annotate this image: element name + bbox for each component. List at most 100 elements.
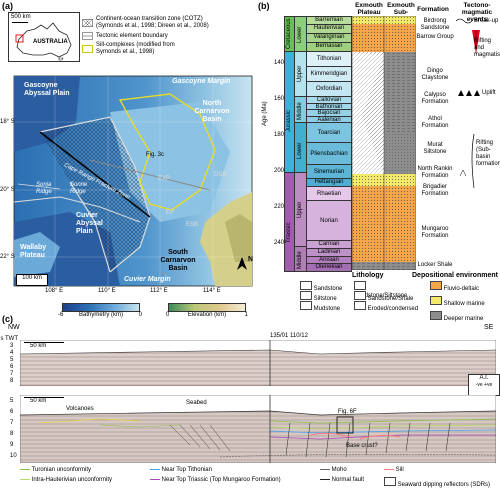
map-scale-label: 100 km — [22, 275, 42, 281]
tick-lower-4: 9 — [10, 442, 14, 448]
map-scale-bar: 100 km — [16, 274, 48, 286]
label-north-carnarvon: North Carnarvon Basin — [194, 100, 230, 123]
event-rifting-subbasin: Rifting (Sub-basin formation) — [476, 140, 500, 167]
lon-110: 110° E — [98, 288, 116, 294]
header-formation: Formation — [417, 6, 449, 13]
formation-athol: Athol Formation — [421, 116, 449, 129]
legend-tithonian: Near Top Tithonian — [161, 467, 212, 473]
formation-barrow: Barrow Group — [416, 34, 454, 40]
australia-outline — [15, 22, 72, 61]
ai-legend: A.I. -ve +ve — [468, 374, 500, 396]
label-sonne: Sonne Ridge — [70, 182, 88, 195]
lat-20: 20° S — [0, 187, 15, 193]
elevation-colorbar: 0 1 Elevation (km) — [166, 303, 248, 319]
tick-upper-4: 7 — [10, 371, 14, 377]
age-180: 180 — [274, 132, 285, 138]
inset-country: AUSTRALIA — [33, 39, 68, 45]
event-breakup: Break-up — [474, 18, 499, 24]
legend-cotz-sub: (Symonds et al., 1998; Direen et al., 20… — [96, 23, 209, 29]
lith-eroded: Eroded/condensed — [367, 306, 419, 312]
lith-mudstone: Mudstone — [313, 306, 341, 312]
lon-112: 112° E — [150, 288, 168, 294]
bathymetry-colorbar: -6 0 Bathymetry (km) — [58, 303, 142, 319]
stage-toarcian: Toarcian — [306, 122, 352, 144]
lith-sandstone-siltstone: Sandstone/Siltstone — [354, 293, 408, 299]
legend-sill-label: Sill-complexes (modified from — [96, 42, 175, 48]
formation-brigadier: Brigadier Formation — [421, 184, 449, 197]
formations-column: Birdrong Sandstone Barrow Group Dingo Cl… — [416, 16, 454, 270]
legend-sdr: Seaward dipping reflectors (SDRs) — [397, 482, 491, 488]
legend-cotz-label: Continent-ocean transition zone (COTZ) — [96, 16, 203, 22]
section-legend: Turonian unconformity Intra-Hauterivian … — [20, 467, 498, 497]
formation-dingo: Dingo Claystone — [421, 68, 449, 81]
formation-locker: Locker Shale — [417, 262, 453, 268]
depo-legend-title: Depositional environment — [412, 272, 498, 279]
seismic-section-upper: 50 km — [19, 339, 497, 387]
ai-label: A.I. — [479, 375, 489, 381]
bathy-title: Bathymetry (km) — [78, 312, 123, 318]
label-dsb: DSB — [214, 172, 227, 178]
legend-sill: Sill — [395, 467, 404, 473]
event-rifting-magmatism: Rifting and magmatism — [474, 38, 500, 58]
age-axis: Age (Ma) 140 160 180 200 220 240 — [262, 16, 285, 270]
lat-18: 18° S — [0, 119, 15, 125]
depo-fluvio: Fluvio-deltaic — [443, 286, 480, 292]
bathy-min: -6 — [58, 312, 64, 318]
formation-mungaroo: Mungaroo Formation — [421, 226, 449, 239]
stage-olenekian: Olenekian — [306, 263, 352, 272]
depo-deeper: Deeper marine — [443, 316, 484, 322]
label-sonja: Sonja Ridge — [36, 182, 52, 195]
formation-north-rankin: North Rankin Formation — [417, 166, 453, 179]
section-scale-lower: 50 km — [30, 398, 47, 404]
tick-upper-2: 5 — [10, 357, 14, 363]
formation-birdrong: Birdrong Sandstone — [420, 18, 450, 31]
panel-a-label: (a) — [2, 1, 13, 11]
legend-tectonic: Tectonic element boundary — [82, 32, 252, 40]
label-gascoyne-margin: Gascoyne Margin — [172, 78, 231, 85]
section-se: SE — [484, 324, 494, 331]
depo-legend: Fluvio-deltaic Shallow marine Deeper mar… — [430, 281, 500, 323]
lith-sandstone-shale: Sandstone/Shale — [367, 296, 414, 302]
label-fig3c: Fig. 3c — [146, 152, 165, 158]
stages-column: Barremian Hauterivian Valanginian Berria… — [306, 16, 352, 272]
ai-sub: -ve +ve — [475, 382, 493, 388]
label-south-carnarvon: South Carnarvon Basin — [160, 249, 196, 272]
tick-lower-5: 10 — [10, 453, 17, 459]
lithology-legend-title: Lithology — [352, 272, 384, 279]
legend-turonian: Turonian unconformity — [31, 467, 92, 473]
event-uplift: Uplift — [482, 90, 496, 96]
tick-upper-3: 6 — [10, 364, 14, 370]
tick-upper-5: 8 — [10, 378, 14, 384]
header-events: Tectono-magmatic events — [461, 2, 493, 23]
legend-triassic: Near Top Triassic (Top Mungaroo Formatio… — [161, 477, 281, 483]
tick-upper-1: 4 — [10, 350, 14, 356]
stage-pliensbachian: Pliensbachian — [306, 142, 352, 166]
label-ep: EP — [166, 210, 175, 216]
bathymetry-map: Gascoyne Abyssal Plain Gascoyne Margin N… — [0, 72, 254, 300]
twt-label-upper: s TWT — [0, 336, 18, 342]
section-nw: NW — [8, 324, 20, 331]
tick-lower-1: 6 — [10, 409, 14, 415]
age-160: 160 — [274, 96, 285, 102]
label-basecrust: Base crust? — [346, 443, 378, 449]
label-wallaby: Wallaby Plateau — [20, 244, 47, 259]
bathy-max: 0 — [138, 312, 142, 318]
label-esb: ESB — [186, 222, 199, 228]
legend-cotz: Continent-ocean transition zone (COTZ)(S… — [82, 16, 252, 30]
formation-murat: Murat Siltstone — [423, 142, 447, 155]
age-220: 220 — [274, 204, 285, 210]
label-exp: EXP — [158, 176, 171, 182]
legend-hauterivian: Intra-Hauterivian unconformity — [31, 477, 113, 483]
tick-lower-3: 8 — [10, 431, 14, 437]
elev-max: 1 — [244, 312, 248, 318]
inset-map: 500 km AUSTRALIA — [8, 12, 80, 62]
tick-upper-0: 3 — [10, 343, 14, 349]
seismic-section-lower: 50 km Volcanoes Seabed Fig. 6F Base crus… — [19, 394, 497, 464]
elev-title: Elevation (km) — [187, 312, 227, 318]
lon-108: 108° E — [45, 288, 64, 294]
tick-lower-2: 7 — [10, 420, 14, 426]
inset-study-box — [15, 34, 24, 43]
lith-siltstone: Siltstone — [313, 296, 337, 302]
stage-norian: Norian — [306, 200, 352, 242]
